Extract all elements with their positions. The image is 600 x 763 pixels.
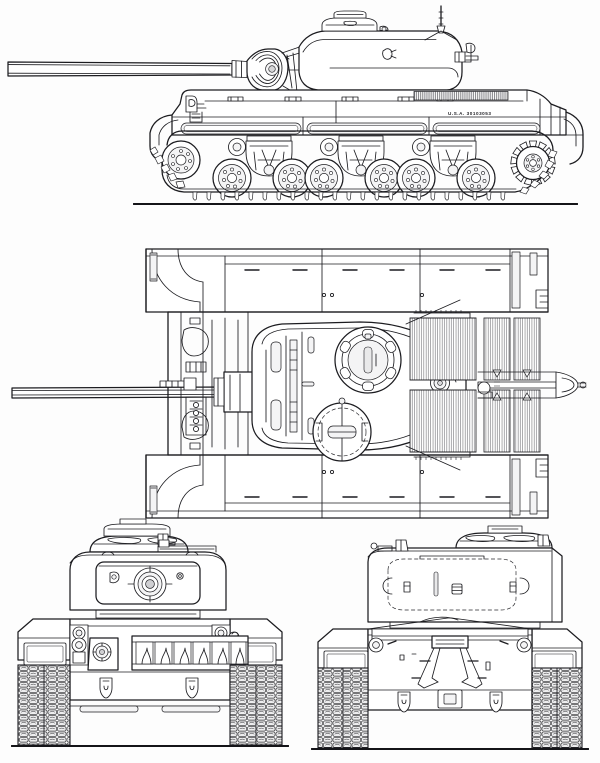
rear-tracks bbox=[317, 667, 583, 749]
side-track bbox=[149, 130, 558, 201]
side-engine-grille bbox=[413, 91, 509, 101]
rear-exhaust-deflector bbox=[417, 635, 483, 689]
side-return-rollers bbox=[228, 138, 430, 156]
side-turret bbox=[298, 30, 479, 91]
road-wheel bbox=[212, 158, 252, 198]
road-wheel bbox=[456, 158, 496, 198]
rear-hidden-hatch-outline bbox=[387, 558, 517, 611]
rear-view bbox=[311, 525, 589, 750]
plan-rear-fittings bbox=[477, 381, 500, 399]
plan-loader-hatch bbox=[312, 397, 372, 462]
road-wheel bbox=[364, 158, 404, 198]
side-idler-wheel bbox=[161, 140, 201, 180]
rear-cupola bbox=[455, 525, 553, 549]
plan-right-fender bbox=[145, 454, 549, 519]
plan-cupola bbox=[334, 326, 402, 394]
front-view bbox=[11, 518, 289, 747]
side-gun-barrel bbox=[7, 60, 248, 78]
front-hull bbox=[17, 618, 283, 746]
plan-left-fender bbox=[145, 248, 549, 313]
front-tool-rack bbox=[131, 635, 249, 671]
road-wheel bbox=[304, 158, 344, 198]
side-hull-upper: U.S.A. 30103053 bbox=[171, 89, 567, 136]
track-grousers bbox=[192, 191, 506, 201]
front-bow-mg bbox=[87, 637, 119, 671]
front-tow-shackles bbox=[99, 677, 199, 699]
front-tracks bbox=[17, 664, 283, 746]
side-antenna-mast bbox=[424, 5, 458, 41]
rear-tow-shackles bbox=[397, 691, 503, 713]
rear-tow-pintle bbox=[437, 689, 463, 709]
plan-view bbox=[11, 248, 587, 519]
front-turret bbox=[69, 539, 227, 619]
front-gun-bore bbox=[127, 565, 173, 603]
hull-registration-text: U.S.A. 30103053 bbox=[448, 111, 492, 116]
side-sponson-panels bbox=[180, 122, 541, 135]
rear-turret bbox=[367, 539, 563, 629]
road-wheel bbox=[396, 158, 436, 198]
side-road-wheels bbox=[212, 158, 496, 198]
side-cupola bbox=[321, 10, 389, 32]
rear-hull bbox=[317, 616, 583, 749]
side-view: U.S.A. 30103053 bbox=[7, 5, 584, 205]
